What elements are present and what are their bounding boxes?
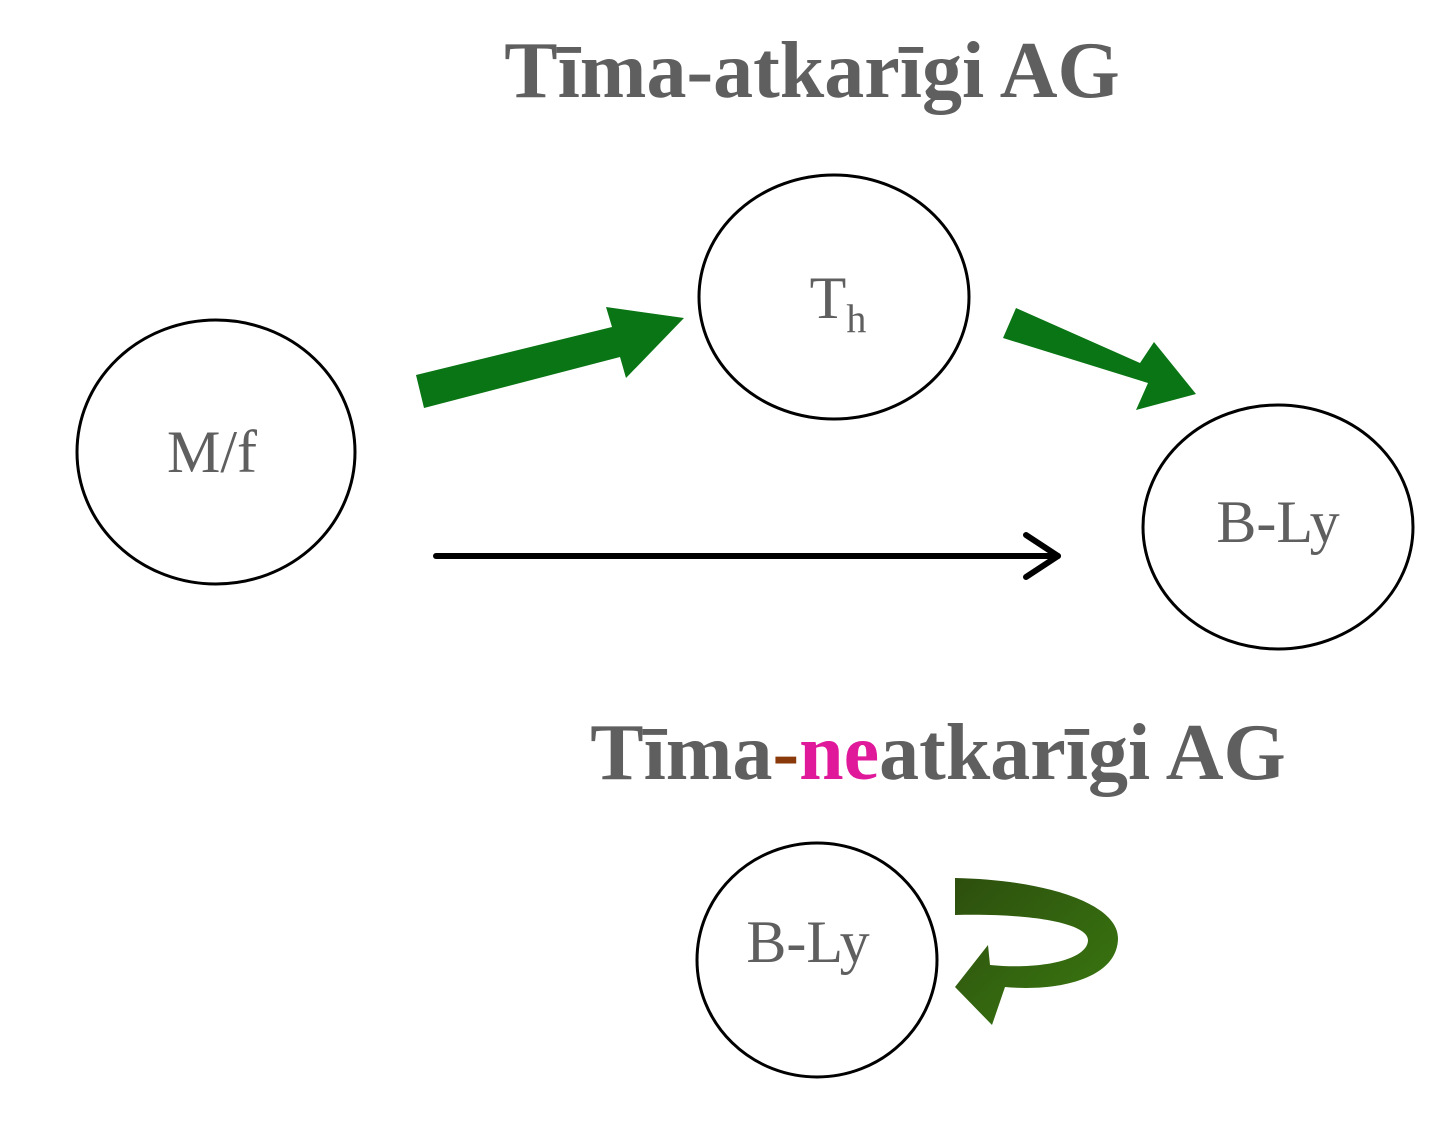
arrow-mf-to-bly — [433, 532, 1061, 580]
node-bly-top: B-Ly — [1141, 403, 1415, 651]
title-top: Tīma-atkarīgi AG — [504, 27, 1120, 115]
node-th-label: T — [810, 265, 847, 331]
svg-text:Tīma-neatkarīgi AG: Tīma-neatkarīgi AG — [590, 709, 1286, 797]
title-bottom-part2: atkarīgi AG — [879, 709, 1286, 797]
arrow-th-to-bly — [1003, 308, 1196, 410]
node-bly-top-label: B-Ly — [1216, 489, 1339, 555]
title-bottom-dash: - — [772, 709, 799, 797]
node-mf-label: M/f — [167, 419, 257, 485]
svg-text:Th: Th — [810, 265, 867, 341]
arrow-mf-to-th — [416, 307, 684, 408]
node-th: Th — [697, 173, 971, 421]
title-bottom-highlight: ne — [799, 709, 879, 797]
self-loop-arrow — [955, 878, 1118, 1025]
node-bly-bottom: B-Ly — [695, 841, 939, 1079]
node-th-subscript: h — [846, 296, 866, 341]
title-bottom-part1: Tīma — [590, 709, 772, 797]
node-bly-bottom-label: B-Ly — [746, 909, 869, 975]
node-mf: M/f — [75, 318, 357, 586]
